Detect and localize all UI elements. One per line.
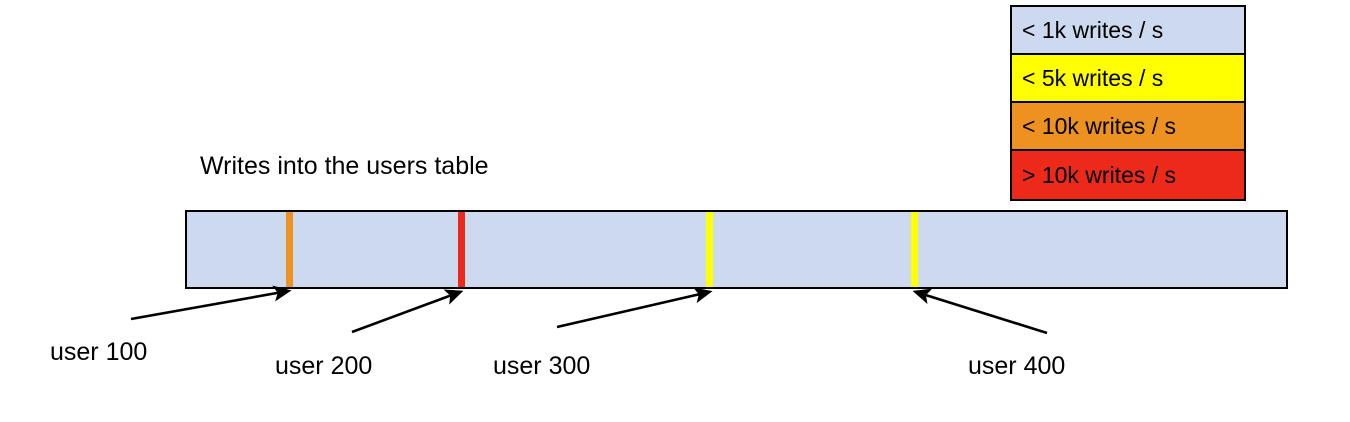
users-table-bar (185, 210, 1288, 289)
user-400-marker (911, 212, 918, 287)
diagram-title: Writes into the users table (200, 152, 489, 180)
callout-label-user-100: user 100 (50, 338, 148, 366)
legend-label: < 10k writes / s (1022, 112, 1177, 139)
legend-row-lt-1k: < 1k writes / s (1012, 7, 1244, 55)
user-200-marker (458, 212, 465, 287)
user-100-marker (286, 212, 293, 287)
callout-arrow (912, 288, 1048, 335)
legend-row-gt-10k: > 10k writes / s (1012, 151, 1244, 199)
legend-row-lt-5k: < 5k writes / s (1012, 55, 1244, 103)
callout-label-user-400: user 400 (968, 352, 1066, 380)
callout-arrow (351, 289, 464, 334)
legend-label: > 10k writes / s (1022, 161, 1177, 188)
legend-row-lt-10k: < 10k writes / s (1012, 103, 1244, 151)
callout-label-user-200: user 200 (275, 352, 373, 380)
callout-arrow (130, 285, 292, 321)
legend: < 1k writes / s < 5k writes / s < 10k wr… (1010, 5, 1246, 201)
callout-label-user-300: user 300 (493, 352, 591, 380)
legend-label: < 5k writes / s (1022, 64, 1164, 91)
legend-label: < 1k writes / s (1022, 16, 1164, 43)
callout-arrow (556, 287, 713, 329)
user-300-marker (706, 212, 713, 287)
